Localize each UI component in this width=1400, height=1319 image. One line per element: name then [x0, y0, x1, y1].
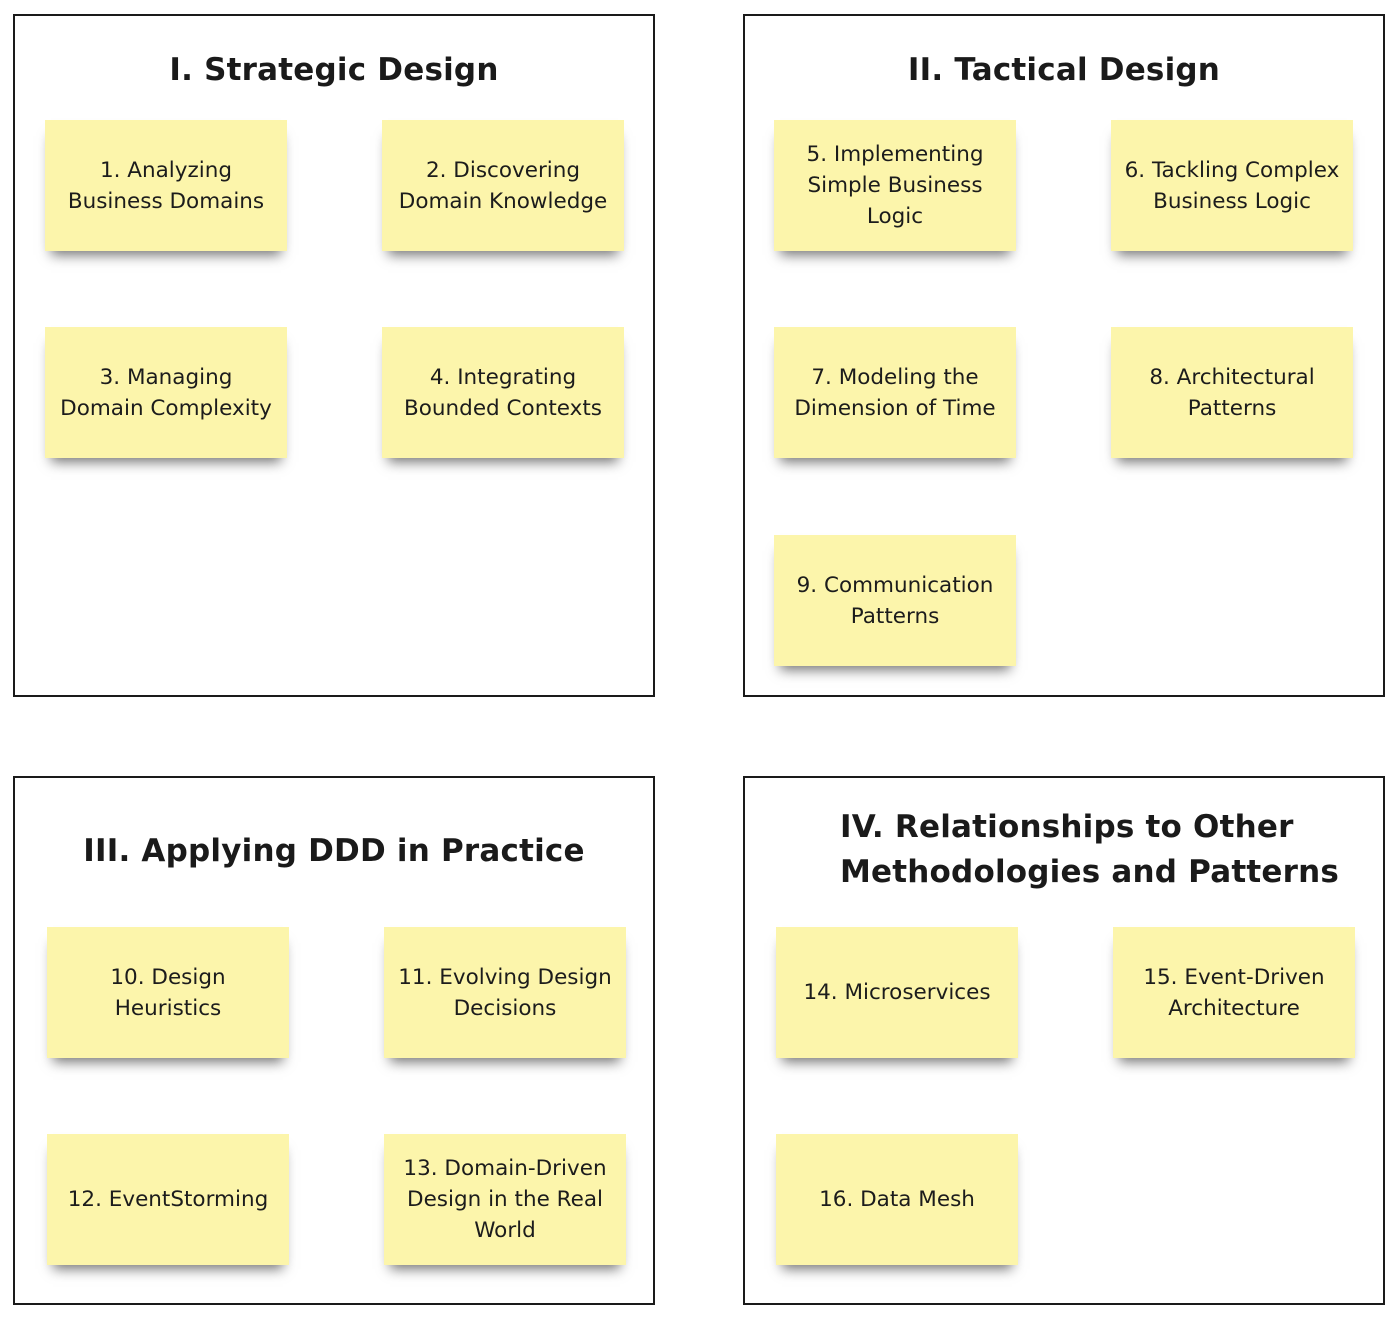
sticky-note-chapter-2[interactable]: 2. Discovering Domain Knowledge — [382, 120, 624, 251]
sticky-note-chapter-4[interactable]: 4. Integrating Bounded Contexts — [382, 327, 624, 458]
sticky-note-chapter-10[interactable]: 10. Design Heuristics — [47, 927, 289, 1058]
note-label: 2. Discovering Domain Knowledge — [398, 157, 608, 214]
sticky-note-chapter-11[interactable]: 11. Evolving Design Decisions — [384, 927, 626, 1058]
note-label: 4. Integrating Bounded Contexts — [404, 364, 602, 421]
sticky-note-chapter-15[interactable]: 15. Event-Driven Architecture — [1113, 927, 1355, 1058]
sticky-note-chapter-12[interactable]: 12. EventStorming — [47, 1134, 289, 1265]
note-label: 12. EventStorming — [67, 1187, 269, 1212]
frame-tactical-design: II. Tactical Design 5. Implementing Simp… — [743, 14, 1385, 697]
note-label: 13. Domain-Driven Design in the Real Wor… — [403, 1156, 607, 1243]
note-label: 1. Analyzing Business Domains — [67, 157, 265, 214]
note-label: 14. Microservices — [803, 980, 991, 1005]
note-label: 9. Communication Patterns — [796, 572, 994, 629]
sticky-note-chapter-1[interactable]: 1. Analyzing Business Domains — [45, 120, 287, 251]
frame-title: II. Tactical Design — [907, 52, 1221, 88]
note-label: 15. Event-Driven Architecture — [1143, 964, 1325, 1021]
sticky-note-chapter-16[interactable]: 16. Data Mesh — [776, 1134, 1018, 1265]
note-label: 8. Architectural Patterns — [1149, 364, 1315, 421]
frame-title: III. Applying DDD in Practice — [83, 833, 585, 869]
frame-title-line-2: Methodologies and Patterns — [840, 854, 1340, 890]
note-label: 10. Design Heuristics — [110, 964, 226, 1021]
note-label: 7. Modeling the Dimension of Time — [794, 364, 996, 421]
sticky-note-chapter-9[interactable]: 9. Communication Patterns — [774, 535, 1016, 666]
note-label: 5. Implementing Simple Business Logic — [806, 142, 984, 229]
sticky-note-chapter-8[interactable]: 8. Architectural Patterns — [1111, 327, 1353, 458]
note-label: 16. Data Mesh — [819, 1187, 975, 1212]
note-label: 11. Evolving Design Decisions — [398, 964, 612, 1021]
frame-strategic-design: I. Strategic Design 1. Analyzing Busines… — [13, 14, 655, 697]
note-label: 6. Tackling Complex Business Logic — [1124, 157, 1340, 214]
frame-applying-ddd: III. Applying DDD in Practice 10. Design… — [13, 776, 655, 1305]
sticky-note-chapter-7[interactable]: 7. Modeling the Dimension of Time — [774, 327, 1016, 458]
sticky-note-chapter-6[interactable]: 6. Tackling Complex Business Logic — [1111, 120, 1353, 251]
note-label: 3. Managing Domain Complexity — [60, 364, 272, 421]
sticky-note-chapter-5[interactable]: 5. Implementing Simple Business Logic — [774, 120, 1016, 251]
frame-title: IV. Relationships to Other Methodologies… — [840, 805, 1363, 895]
frame-title-line-1: IV. Relationships to Other — [840, 809, 1294, 845]
sticky-note-chapter-14[interactable]: 14. Microservices — [776, 927, 1018, 1058]
frame-title: I. Strategic Design — [169, 52, 499, 88]
sticky-note-chapter-13[interactable]: 13. Domain-Driven Design in the Real Wor… — [384, 1134, 626, 1265]
sticky-note-chapter-3[interactable]: 3. Managing Domain Complexity — [45, 327, 287, 458]
frame-relationships: IV. Relationships to Other Methodologies… — [743, 776, 1385, 1305]
